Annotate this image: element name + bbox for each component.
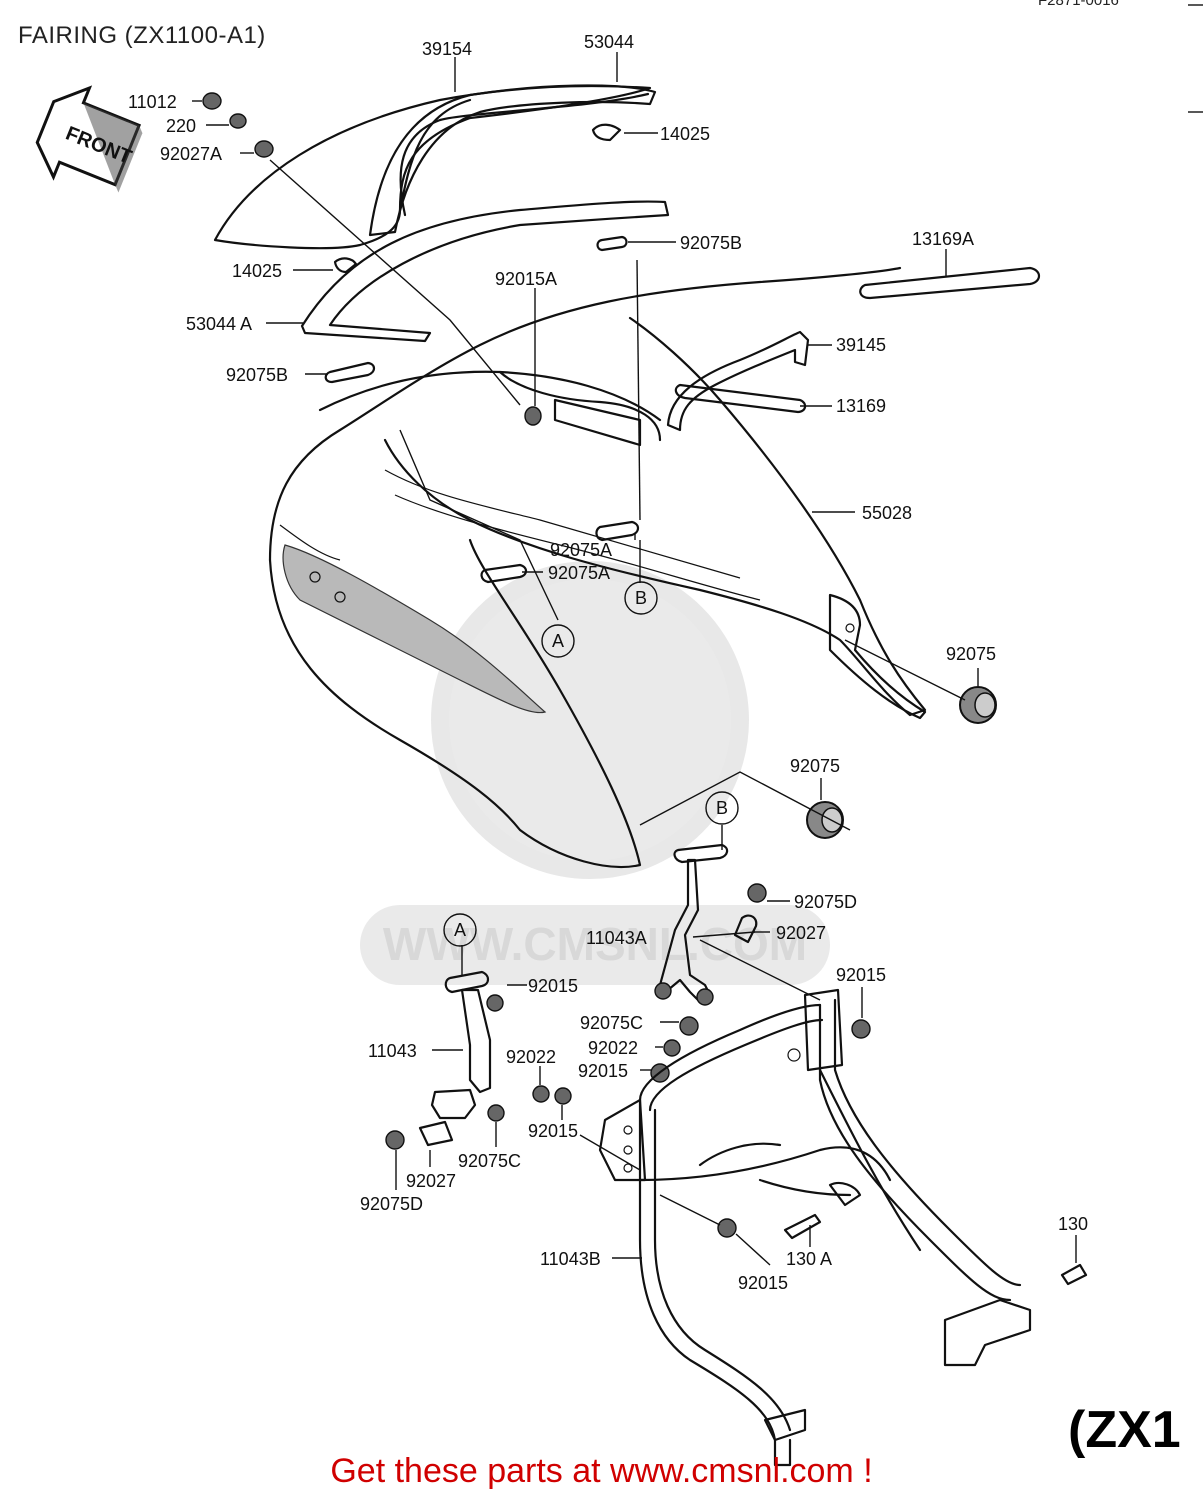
trim-strip-a-part	[859, 266, 1041, 300]
callout-11012: 11012	[128, 92, 177, 112]
windshield-part	[213, 84, 652, 250]
callout-53044: 53044	[584, 32, 634, 52]
grommet-92075-lower	[806, 801, 844, 839]
callout-11043: 11043	[368, 1041, 417, 1061]
callout-92075d-upper: 92075D	[794, 892, 857, 912]
callout-92015-a: 92015	[528, 976, 578, 996]
main-fairing-part	[268, 266, 927, 869]
callout-92075-lower: 92075	[790, 756, 840, 776]
subframe-11043b-part	[598, 988, 1032, 1467]
callout-92075c-upper: 92075C	[580, 1013, 643, 1033]
grommet-92075-upper	[959, 686, 997, 724]
callout-92015-b: 92015	[836, 965, 886, 985]
callout-220: 220	[166, 116, 196, 136]
callout-55028: 55028	[862, 503, 912, 523]
reference-marker-b-label: B	[635, 588, 647, 608]
callout-130a: 130 A	[786, 1249, 832, 1269]
callout-92027-upper: 92027	[776, 923, 826, 943]
slot-plate-part	[553, 398, 642, 447]
callout-11043a: 11043A	[586, 928, 647, 948]
footer-promo: Get these parts at www.cmsnl.com !	[0, 1452, 1203, 1491]
callout-92075a-lower: 92075A	[548, 563, 610, 583]
diagram-code: F2871-0016	[1038, 0, 1119, 9]
callout-53044a: 53044 A	[186, 314, 252, 334]
watermark: WWW.CMSNL.COM	[360, 561, 830, 985]
callout-92027a: 92027A	[160, 144, 222, 164]
upper-trim-part	[368, 84, 657, 237]
callout-92075d-lower: 92075D	[360, 1194, 423, 1214]
callout-92075-upper: 92075	[946, 644, 996, 664]
leader-lines	[192, 52, 1077, 1266]
bracket-11043a-part	[654, 843, 767, 1006]
model-badge: (ZX1	[1068, 1401, 1181, 1459]
callout-92075b-upper: 92075B	[680, 233, 742, 253]
callout-13169: 13169	[836, 396, 886, 416]
callout-14025-upper: 14025	[660, 124, 710, 144]
callout-92075c-lower: 92075C	[458, 1151, 521, 1171]
reference-marker-b-lower: B	[705, 791, 739, 825]
reference-marker-a: A	[541, 624, 575, 658]
callout-13169a: 13169A	[912, 229, 974, 249]
footer-promo-link[interactable]: Get these parts at www.cmsnl.com !	[330, 1452, 873, 1490]
callout-130: 130	[1058, 1214, 1088, 1234]
side-panel-part	[666, 330, 810, 432]
callout-92015-e: 92015	[738, 1273, 788, 1293]
callout-39145: 39145	[836, 335, 886, 355]
fastener-set-mid	[650, 1016, 1088, 1286]
callout-92015a: 92015A	[495, 269, 557, 289]
reference-marker-b: B	[624, 581, 658, 615]
lower-trim-part	[300, 200, 670, 343]
callout-92015-c: 92015	[578, 1061, 628, 1081]
callout-39154: 39154	[422, 39, 472, 59]
reference-marker-a-label: A	[552, 631, 564, 651]
callout-92027-lower: 92027	[406, 1171, 456, 1191]
trim-strip-part	[674, 383, 807, 414]
callout-11043b: 11043B	[540, 1249, 601, 1269]
callout-92022-right: 92022	[588, 1038, 638, 1058]
fastener-set-upper	[202, 92, 640, 584]
front-arrow-icon: FRONT	[35, 85, 143, 193]
callout-labels: 39154 53044 11012 220 92027A 14025 14025…	[128, 32, 1088, 1293]
reference-marker-b-lower-label: B	[716, 798, 728, 818]
callout-14025-lower: 14025	[232, 261, 282, 281]
diagram-title: FAIRING (ZX1100-A1)	[18, 22, 266, 49]
callout-92075b-lower: 92075B	[226, 365, 288, 385]
reference-marker-a-lower: A	[443, 913, 477, 947]
callout-92075a-upper: 92075A	[550, 540, 612, 560]
callout-92015-d: 92015	[528, 1121, 578, 1141]
bracket-11043-part	[385, 970, 572, 1150]
callout-92022-left: 92022	[506, 1047, 556, 1067]
reference-marker-a-lower-label: A	[454, 920, 466, 940]
